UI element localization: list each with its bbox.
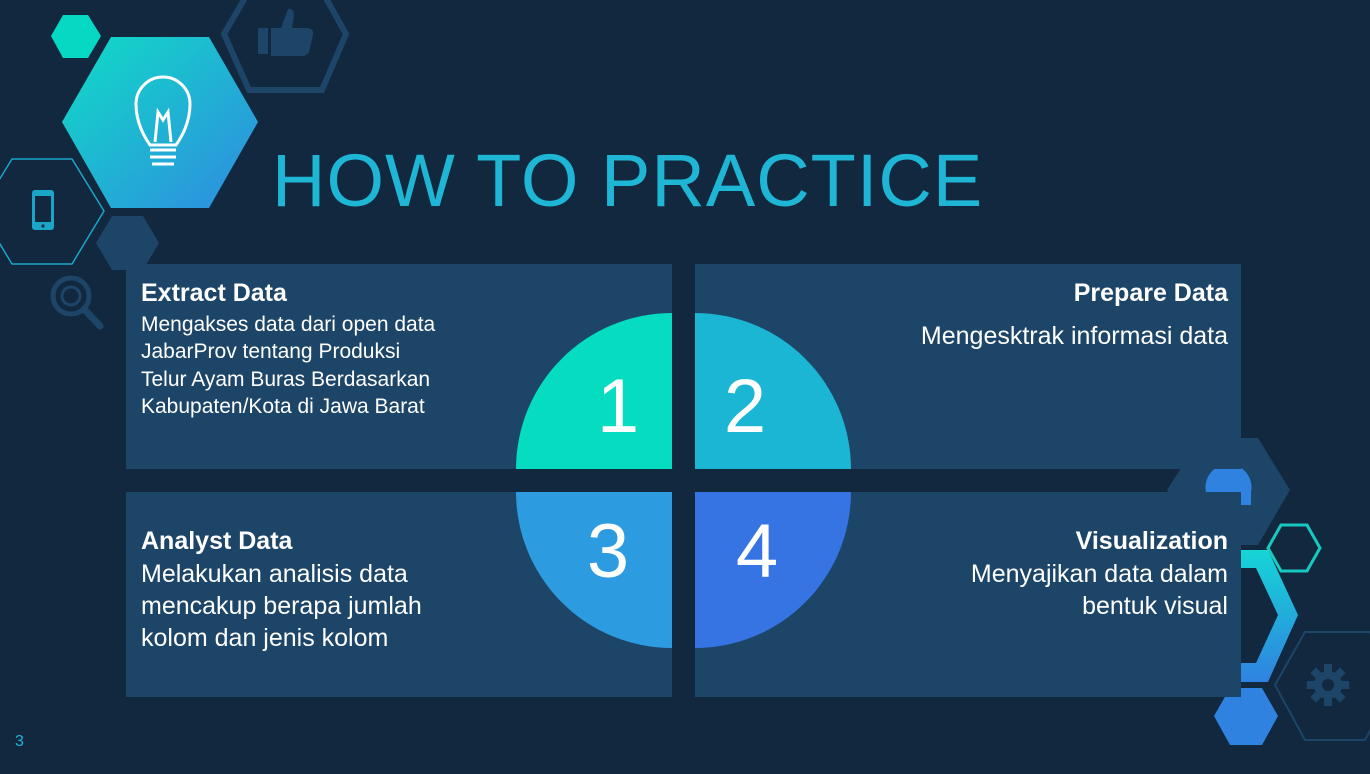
- step-1-description: Mengakses data dari open data JabarProv …: [141, 311, 435, 420]
- step-4-number: 4: [735, 509, 779, 594]
- thumbs-up-icon: [258, 8, 314, 56]
- description-line: Menyajikan data dalam: [970, 560, 1228, 588]
- page-title: HOW TO PRACTICE: [272, 139, 984, 222]
- quarter-1: [516, 313, 672, 469]
- gear-icon: [1307, 664, 1349, 706]
- description-line: mencakup berapa jumlah: [141, 592, 422, 620]
- description-line: Mengakses data dari open data: [141, 313, 436, 336]
- chevron-shape: [1241, 550, 1298, 682]
- lightbulb-icon: [134, 75, 192, 166]
- description-line: JabarProv tentang Produksi: [141, 340, 401, 364]
- description-line: kolom dan jenis kolom: [141, 624, 389, 652]
- page-number: 3: [15, 733, 24, 750]
- gear-hexagon: [1273, 631, 1370, 741]
- description-line: Mengesktrak informasi data: [920, 322, 1228, 350]
- step-3-description: Melakukan analisis data mencakup berapa …: [141, 558, 422, 654]
- smartphone-icon: [32, 190, 54, 230]
- small-outline-hexagon: [1266, 523, 1322, 573]
- step-1-heading: Extract Data: [141, 279, 287, 307]
- quarter-2: [695, 313, 851, 469]
- description-line: Kabupaten/Kota di Jawa Barat: [141, 394, 425, 418]
- thumbs-hexagon: [220, 0, 350, 93]
- step-4-heading: Visualization: [1075, 527, 1228, 555]
- magnifier-icon: [50, 275, 104, 330]
- quarter-3: [516, 492, 672, 648]
- quarter-4: [695, 492, 851, 648]
- step-3-heading: Analyst Data: [141, 527, 293, 555]
- small-dark-hexagon: [96, 216, 159, 270]
- step-3-number: 3: [586, 509, 630, 594]
- step-1-number: 1: [596, 364, 640, 449]
- step-2-description: Mengesktrak informasi data: [921, 322, 1228, 351]
- step-2-heading: Prepare Data: [1073, 279, 1228, 307]
- description-line: Telur Ayam Buras Berdasarkan: [141, 367, 431, 391]
- small-teal-hexagon: [51, 15, 101, 58]
- step-4-description: Menyajikan data dalam bentuk visual: [971, 558, 1228, 622]
- description-line: Melakukan analisis data: [141, 560, 408, 588]
- step-2-number: 2: [723, 364, 767, 449]
- bottom-blue-hexagon: [1214, 688, 1278, 745]
- lightbulb-hexagon: [62, 37, 258, 208]
- description-line: bentuk visual: [1082, 592, 1228, 620]
- phone-hexagon: [0, 158, 105, 265]
